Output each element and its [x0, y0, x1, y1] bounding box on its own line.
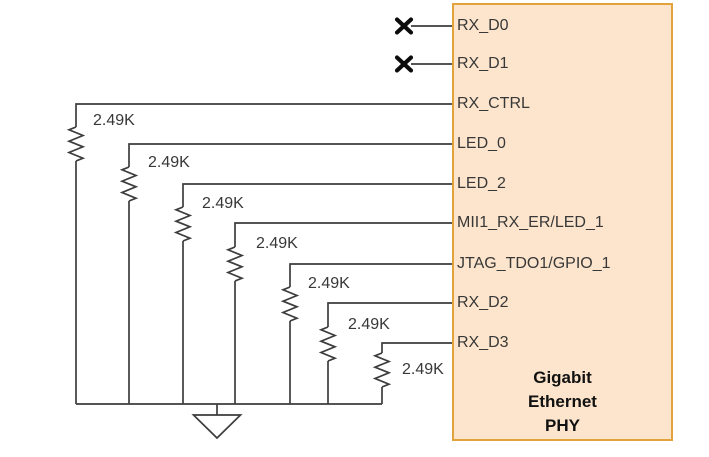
resistor-symbol: [173, 206, 193, 242]
wire-jtag_tdo1_gpio_1: [289, 263, 455, 287]
pin-label-rx_ctrl: RX_CTRL: [457, 95, 530, 112]
resistor-value-label: 2.49K: [308, 275, 350, 292]
pin-label-jtag_tdo1_gpio_1: JTAG_TDO1/GPIO_1: [457, 255, 611, 272]
pin-label-rx_d3: RX_D3: [457, 334, 509, 351]
pin-label-led_2: LED_2: [457, 175, 506, 192]
pin-label-rx_d2: RX_D2: [457, 294, 509, 311]
pin-label-rx_d0: RX_D0: [457, 17, 509, 34]
resistor-value-label: 2.49K: [202, 195, 244, 212]
resistor-value-label: 2.49K: [148, 154, 190, 171]
resistor-symbol: [372, 352, 392, 388]
wire-rx_ctrl: [75, 103, 455, 127]
pin-label-mii1_rx_er_led_1: MII1_RX_ER/LED_1: [457, 214, 604, 231]
no-connect-icon: [394, 55, 414, 73]
phy-block-title: Gigabit Ethernet PHY: [528, 368, 597, 435]
phy-block: [452, 3, 673, 441]
pin-label-led_0: LED_0: [457, 135, 506, 152]
resistor-symbol: [225, 246, 245, 282]
resistor-value-label: 2.49K: [402, 361, 444, 378]
wire-led_0: [128, 143, 455, 167]
resistor-symbol: [318, 326, 338, 362]
resistor-symbol: [119, 166, 139, 202]
no-connect-icon: [394, 17, 414, 35]
ground-symbol: [191, 404, 243, 440]
wire-rx_d3: [381, 342, 455, 353]
resistor-value-label: 2.49K: [93, 112, 135, 129]
wire-rx_d2: [327, 302, 455, 327]
resistor-symbol: [280, 286, 300, 322]
resistor-value-label: 2.49K: [348, 316, 390, 333]
resistor-symbol: [66, 126, 86, 162]
resistor-value-label: 2.49K: [256, 235, 298, 252]
wire-mii1_rx_er_led_1: [234, 222, 455, 247]
pin-label-rx_d1: RX_D1: [457, 55, 509, 72]
wire-led_2: [182, 183, 455, 207]
